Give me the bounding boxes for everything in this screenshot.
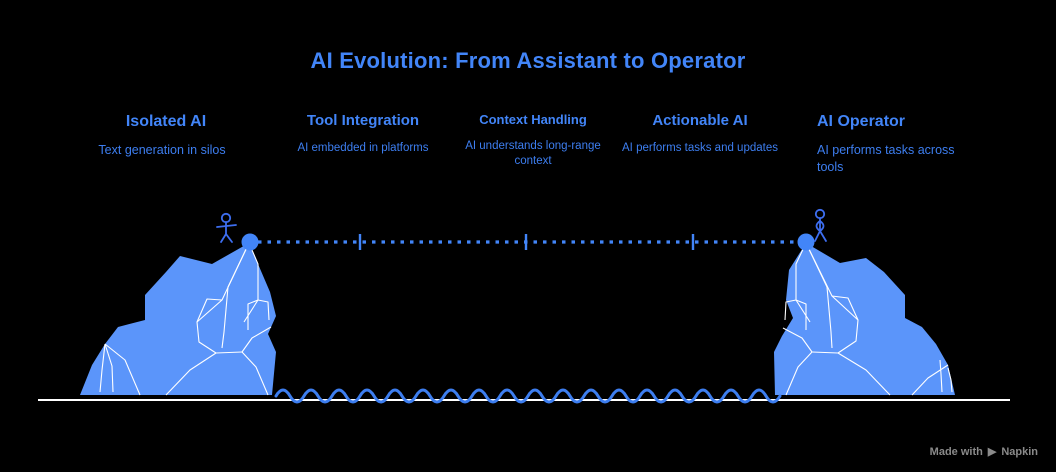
stage-title: Isolated AI <box>125 113 207 130</box>
watermark-brand: Napkin <box>1001 446 1038 458</box>
timeline-node-end[interactable] <box>797 233 815 251</box>
stage-title: Actionable AI <box>652 112 748 129</box>
climber-right <box>814 208 827 242</box>
watermark: Made with ▶ Napkin <box>930 446 1038 458</box>
stage-label-context-handling: Context Handling AI understands long-ran… <box>451 112 615 170</box>
stage-title: AI Operator <box>817 113 906 130</box>
iceberg-right <box>774 242 955 396</box>
stage-title: Tool Integration <box>306 112 420 129</box>
stage-description: AI performs tasks across tools <box>817 143 955 175</box>
stage-description: AI understands long-range context <box>465 139 601 168</box>
stage-description: Text generation in silos <box>98 143 226 158</box>
page-title: AI Evolution: From Assistant to Operator <box>310 48 746 73</box>
wavy-water <box>274 388 782 404</box>
napkin-logo-icon: ▶ <box>987 445 997 458</box>
climber-left <box>216 212 237 243</box>
stage-label-isolated-ai: Isolated AI Text generation in silos <box>72 112 252 159</box>
stage-label-ai-operator: AI Operator AI performs tasks across too… <box>817 112 977 176</box>
iceberg-right-facets <box>782 242 953 396</box>
stage-label-tool-integration: Tool Integration AI embedded in platform… <box>281 112 445 157</box>
iceberg-left-facets <box>99 242 272 396</box>
iceberg-left-body <box>80 243 276 395</box>
stage-title: Context Handling <box>479 112 587 127</box>
timeline[interactable] <box>241 233 815 251</box>
timeline-node-start[interactable] <box>241 233 259 251</box>
stage-description: AI embedded in platforms <box>297 142 429 154</box>
watermark-prefix: Made with <box>929 446 983 458</box>
stage-label-actionable-ai: Actionable AI AI performs tasks and upda… <box>617 112 783 157</box>
stage-description: AI performs tasks and updates <box>622 142 778 154</box>
iceberg-right-body <box>774 243 955 395</box>
iceberg-left <box>80 242 276 396</box>
